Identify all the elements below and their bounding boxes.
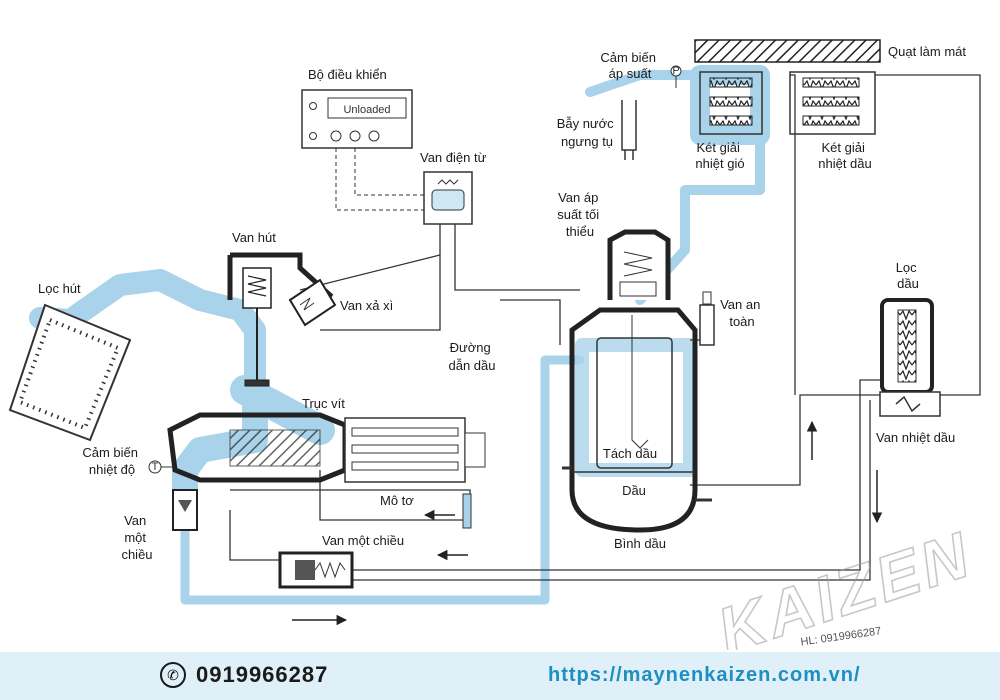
- cooling-fan: [694, 39, 881, 63]
- oil-cooler: [789, 71, 876, 135]
- air-cooler: [699, 71, 763, 135]
- oil-tank-label: Bình dầu: [614, 536, 666, 551]
- condensate-trap: [621, 100, 637, 160]
- phone-icon: ✆: [160, 662, 186, 688]
- intake-valve: [227, 252, 334, 387]
- screw-compressor: [167, 412, 348, 483]
- svg-text:P: P: [672, 65, 679, 77]
- oil-filter-label: Lọc dầu: [896, 260, 921, 291]
- thermostatic-valve-label: Van nhiệt dầu: [876, 430, 955, 445]
- phone-number[interactable]: 0919966287: [196, 662, 329, 687]
- air-cooler-label: Két giải nhiệt gió: [695, 140, 744, 171]
- intake-valve-label: Van hút: [232, 230, 276, 245]
- website-link[interactable]: https://maynenkaizen.com.vn/: [548, 664, 861, 686]
- blowdown-valve-label: Van xả xì: [340, 298, 393, 313]
- compressor-diagram: Quạt làm mát Két giải nhiệt gió Két giải…: [8, 39, 982, 650]
- intake-filter: [8, 303, 132, 442]
- air-flow-paths: [29, 65, 770, 605]
- separator-label: Tách dầu: [603, 446, 657, 461]
- blowdown-valve: [288, 278, 337, 327]
- solenoid-valve: [423, 171, 473, 225]
- motor-label: Mô tơ: [380, 493, 414, 508]
- oil-filter: [880, 298, 934, 394]
- temp-sensor-label: Cảm biến nhiệt độ: [82, 445, 141, 477]
- pressure-sensor-label: Cảm biến áp suất: [600, 50, 659, 81]
- oil-label: Dầu: [622, 483, 646, 498]
- safety-valve: [699, 291, 715, 346]
- controller-label: Bộ điều khiển: [308, 67, 387, 82]
- min-pressure-valve-label: Van áp suất tối thiểu: [557, 190, 603, 239]
- oil-tank: [562, 307, 712, 533]
- pressure-sensor: P: [670, 65, 682, 88]
- footer-bar: ✆ 0919966287 https://maynenkaizen.com.vn…: [0, 652, 1000, 700]
- oil-line-label: Đường dẫn dầu: [449, 340, 496, 373]
- check-valve-left: [172, 489, 198, 531]
- check-valve-bottom: [278, 551, 354, 589]
- motor: [344, 417, 486, 483]
- safety-valve-label: Van an toàn: [720, 297, 764, 329]
- condensate-trap-label: Bẫy nước ngưng tụ: [557, 116, 618, 149]
- min-pressure-valve: [607, 229, 671, 300]
- check-valve-bottom-label: Van một chiều: [322, 533, 404, 548]
- check-valve-left-label: Van một chiều: [121, 513, 152, 562]
- control-wires: [335, 148, 430, 211]
- svg-text:T: T: [152, 461, 159, 473]
- temp-sensor: T: [148, 460, 172, 474]
- cooling-fan-label: Quạt làm mát: [888, 44, 966, 59]
- motor-sensor: [462, 493, 472, 529]
- footer-phone[interactable]: ✆ 0919966287: [160, 662, 328, 688]
- screw-shaft-label: Trục vít: [302, 396, 345, 411]
- intake-filter-label: Lọc hút: [38, 281, 81, 296]
- controller-display: Unloaded: [343, 104, 390, 116]
- oil-cooler-label: Két giải nhiệt dầu: [818, 140, 872, 171]
- solenoid-valve-label: Van điện từ: [420, 150, 487, 165]
- thermostatic-valve: [879, 391, 941, 417]
- controller: Unloaded: [301, 89, 413, 149]
